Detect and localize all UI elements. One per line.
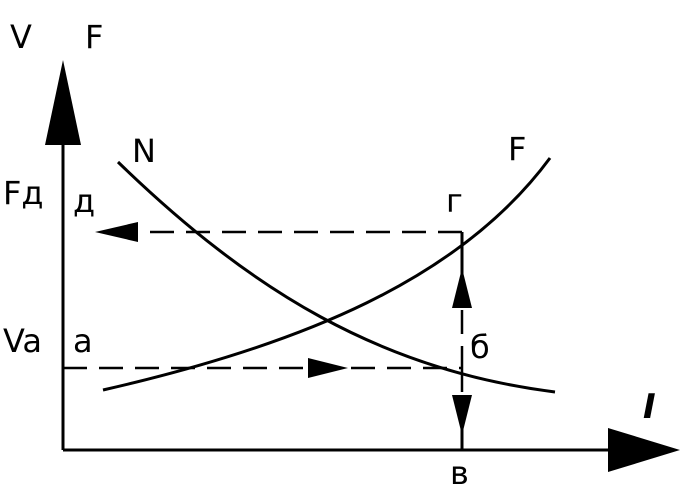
y-axis-label-f: F	[85, 18, 103, 56]
arrow-a-to-b	[308, 358, 348, 378]
point-v-label: в	[450, 454, 469, 492]
x-axis-arrow	[608, 428, 680, 472]
x-axis-label-i: I	[643, 387, 656, 427]
point-g-label: г	[446, 182, 463, 220]
y-axis-label-v: V	[10, 18, 32, 56]
point-d-label: д	[73, 182, 95, 220]
level-va-label: Va	[3, 322, 42, 360]
curve-n	[116, 160, 556, 394]
curve-f-label: F	[508, 130, 526, 168]
point-b-label: б	[470, 328, 490, 366]
curve-n-label: N	[132, 132, 156, 170]
arrow-to-d	[95, 222, 138, 242]
curve-f	[102, 157, 552, 392]
y-axis-arrow	[45, 60, 81, 145]
point-a-label: а	[73, 322, 93, 360]
arrow-b-to-v	[452, 395, 472, 435]
level-fd-label: Fд	[3, 174, 44, 212]
arrow-b-to-g	[452, 268, 472, 308]
